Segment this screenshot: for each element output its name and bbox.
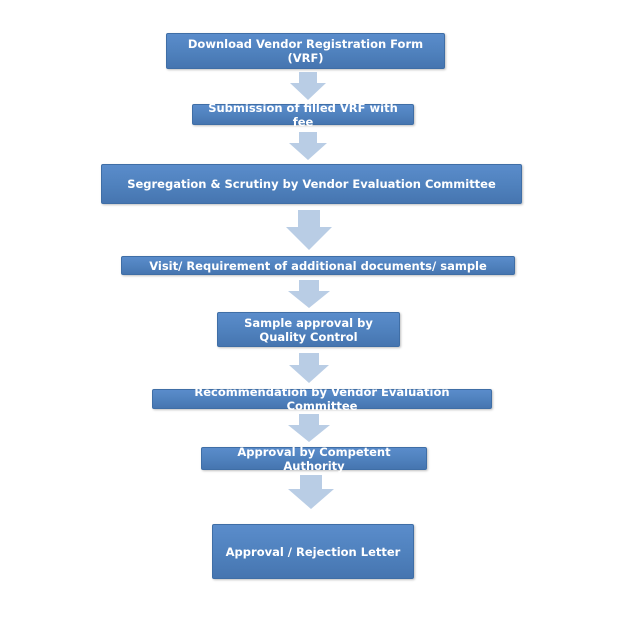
- down-arrow-icon: [286, 210, 332, 250]
- step-visit-requirement: Visit/ Requirement of additional documen…: [121, 256, 515, 275]
- step-sample-approval: Sample approval by Quality Control: [217, 312, 400, 347]
- step-download-vrf: Download Vendor Registration Form (VRF): [166, 33, 445, 69]
- step-segregation-scrutiny: Segregation & Scrutiny by Vendor Evaluat…: [101, 164, 522, 204]
- step-approval-rejection-letter: Approval / Rejection Letter: [212, 524, 414, 579]
- down-arrow-icon: [288, 414, 330, 442]
- step-competent-authority: Approval by Competent Authority: [201, 445, 427, 473]
- down-arrow-icon: [288, 475, 334, 509]
- step-submission-vrf: Submission of filled VRF with fee: [192, 101, 414, 129]
- step-recommendation: Recommendation by Vendor Evaluation Comm…: [152, 385, 492, 413]
- down-arrow-icon: [290, 72, 326, 100]
- down-arrow-icon: [288, 280, 330, 308]
- down-arrow-icon: [289, 132, 327, 160]
- down-arrow-icon: [289, 353, 329, 383]
